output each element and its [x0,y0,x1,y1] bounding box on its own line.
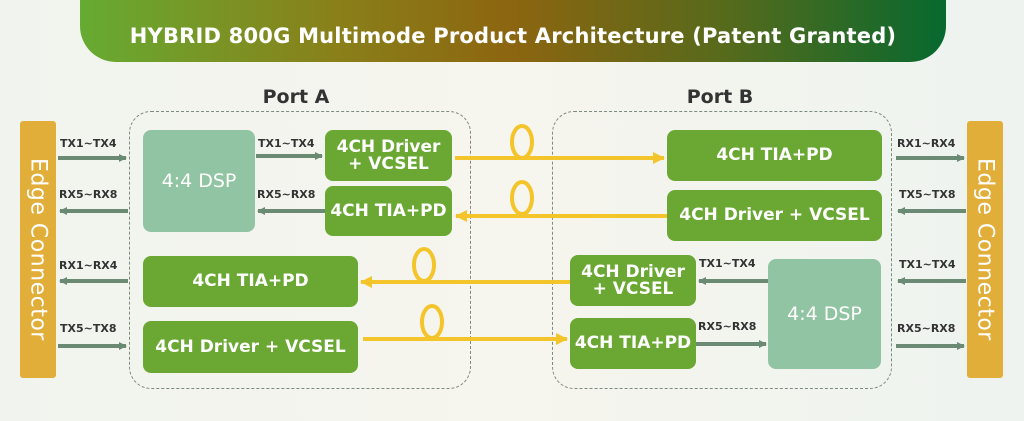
port-b-dsp: 4:4 DSP [768,259,881,369]
fiber-loop-icon [420,304,444,340]
signal-label: RX1~RX4 [59,259,118,272]
port-b-dsp-label: 4:4 DSP [787,303,862,325]
signal-label: TX5~TX8 [60,322,117,335]
fiber-loop-icon [510,180,534,216]
fiber-loop-icon [412,247,436,283]
port-a-tia-pd-top: 4CH TIA+PD [325,186,452,236]
diagram-title: HYBRID 800G Multimode Product Architectu… [129,24,897,48]
edge-connector-right-label: Edge Connector [972,158,998,341]
signal-label: RX5~RX8 [59,188,118,201]
title-banner: HYBRID 800G Multimode Product Architectu… [80,0,946,62]
signal-label: TX1~TX4 [899,258,956,271]
signal-label: RX5~RX8 [257,188,316,201]
port-a-driver-vcsel-bottom: 4CH Driver + VCSEL [143,321,358,373]
signal-label: RX5~RX8 [897,322,956,335]
signal-label: RX1~RX4 [897,137,956,150]
port-a-driver-vcsel-top: 4CH Driver + VCSEL [325,130,452,181]
signal-label: RX5~RX8 [698,320,757,333]
signal-label: TX1~TX4 [60,137,117,150]
port-b-driver-vcsel-top: 4CH Driver + VCSEL [667,190,882,241]
port-b-tia-pd-bottom: 4CH TIA+PD [570,318,696,369]
port-a-label: Port A [262,86,330,108]
port-b-tia-pd-top: 4CH TIA+PD [667,130,882,181]
port-b-boundary [552,111,892,389]
port-b-label: Port B [686,86,754,108]
edge-connector-left: Edge Connector [20,121,56,378]
edge-connector-left-label: Edge Connector [25,158,51,341]
port-a-boundary [129,111,471,389]
port-a-dsp-label: 4:4 DSP [161,170,237,192]
port-a-tia-pd-bottom: 4CH TIA+PD [143,256,358,307]
fiber-loop-icon [510,124,534,160]
port-a-dsp: 4:4 DSP [143,130,255,232]
signal-label: TX1~TX4 [699,257,756,270]
port-b-driver-vcsel-bottom: 4CH Driver + VCSEL [570,255,696,306]
signal-label: TX1~TX4 [258,137,315,150]
signal-label: TX5~TX8 [899,188,956,201]
edge-connector-right: Edge Connector [967,121,1003,378]
